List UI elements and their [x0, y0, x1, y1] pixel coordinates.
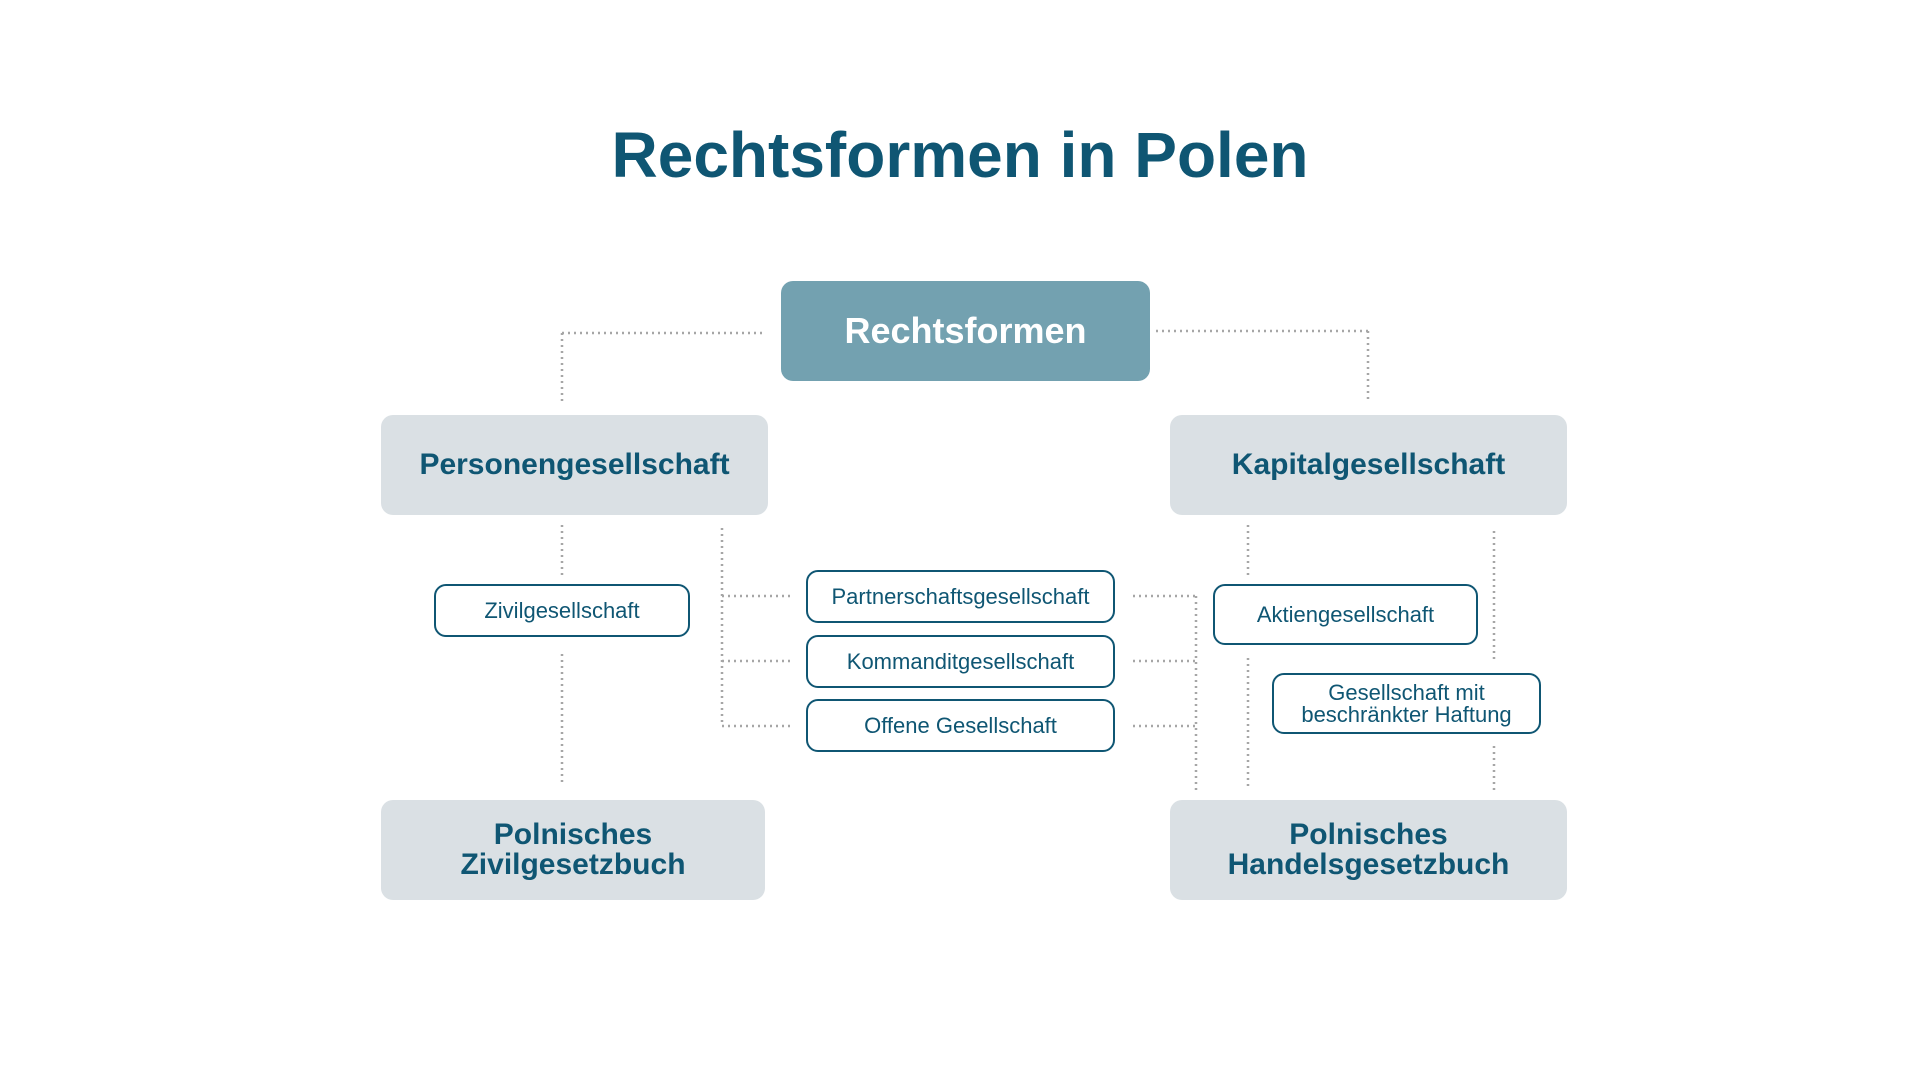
code-zivilgesetzbuch-label-line2: Zivilgesetzbuch — [460, 848, 686, 881]
category-kapitalgesellschaft-label: Kapitalgesellschaft — [1231, 448, 1506, 481]
category-personengesellschaft-label: Personengesellschaft — [419, 448, 730, 481]
leaf-kommanditgesellschaft-label: Kommanditgesellschaft — [846, 648, 1075, 674]
code-handelsgesetzbuch-label-line2: Handelsgesetzbuch — [1227, 848, 1510, 881]
leaf-zivilgesellschaft: Zivilgesellschaft — [434, 584, 690, 637]
leaf-gmbh-label-line2: beschränkter Haftung — [1301, 701, 1512, 727]
leaf-aktiengesellschaft: Aktiengesellschaft — [1213, 584, 1478, 645]
code-zivilgesetzbuch-label-line1: Polnisches — [493, 818, 653, 851]
leaf-gmbh: Gesellschaft mit beschränkter Haftung — [1272, 673, 1541, 734]
code-handelsgesetzbuch-label-line1: Polnisches — [1289, 818, 1448, 851]
leaf-zivilgesellschaft-label: Zivilgesellschaft — [484, 597, 640, 623]
root-node-label: Rechtsformen — [844, 310, 1087, 351]
root-node-rechtsformen: Rechtsformen — [781, 281, 1150, 381]
leaf-aktiengesellschaft-label: Aktiengesellschaft — [1256, 601, 1435, 627]
page-title: Rechtsformen in Polen — [611, 119, 1309, 191]
leaf-offene-gesellschaft: Offene Gesellschaft — [806, 699, 1115, 752]
category-personengesellschaft: Personengesellschaft — [381, 415, 768, 515]
leaf-offene-gesellschaft-label: Offene Gesellschaft — [864, 712, 1057, 738]
code-handelsgesetzbuch: Polnisches Handelsgesetzbuch — [1170, 800, 1567, 900]
leaf-partnerschaftsgesellschaft-label: Partnerschaftsgesellschaft — [831, 583, 1090, 609]
leaf-partnerschaftsgesellschaft: Partnerschaftsgesellschaft — [806, 570, 1115, 623]
code-zivilgesetzbuch: Polnisches Zivilgesetzbuch — [381, 800, 765, 900]
leaf-kommanditgesellschaft: Kommanditgesellschaft — [806, 635, 1115, 688]
leaf-gmbh-label-line1: Gesellschaft mit — [1328, 679, 1485, 705]
category-kapitalgesellschaft: Kapitalgesellschaft — [1170, 415, 1567, 515]
